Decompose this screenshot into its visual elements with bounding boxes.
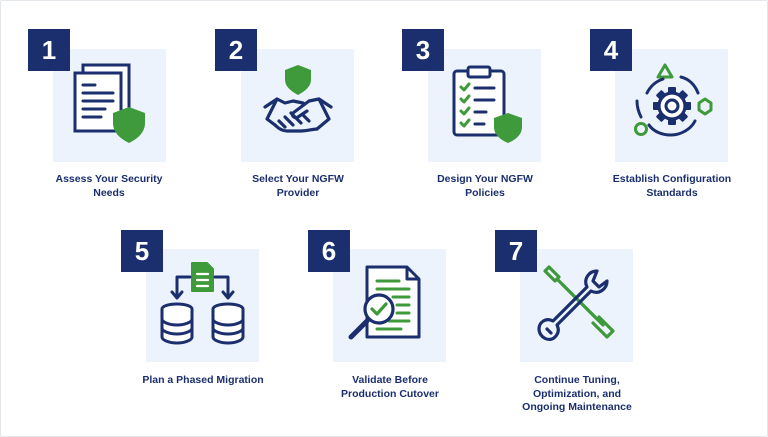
database-migration-icon [160, 262, 245, 345]
step-7-number-badge: 7 [495, 230, 537, 272]
step-6-label: Validate Before Production Cutover [340, 374, 439, 400]
wrench-screwdriver-icon [537, 265, 615, 342]
step-2-number-badge: 2 [215, 29, 257, 71]
clipboard-checklist-shield-icon [452, 65, 522, 143]
step-3-number-badge: 3 [402, 29, 444, 71]
document-shield-icon [73, 63, 145, 143]
step-1-label: Assess Your Security Needs [55, 173, 163, 199]
step-7-label: Continue Tuning, Optimization, and Ongoi… [522, 374, 632, 413]
document-magnifier-check-icon [348, 265, 421, 340]
step-5-number-badge: 5 [121, 230, 163, 272]
gear-cycle-icon [634, 63, 713, 137]
step-1-number-badge: 1 [28, 29, 70, 71]
step-6-number-badge: 6 [308, 230, 350, 272]
step-2-label: Select Your NGFW Provider [252, 173, 344, 199]
step-4-label: Establish Configuration Standards [612, 173, 732, 199]
step-3-label: Design Your NGFW Policies [437, 173, 533, 199]
handshake-shield-icon [263, 65, 333, 133]
step-4-number-badge: 4 [590, 29, 632, 71]
step-5-label: Plan a Phased Migration [142, 374, 264, 386]
